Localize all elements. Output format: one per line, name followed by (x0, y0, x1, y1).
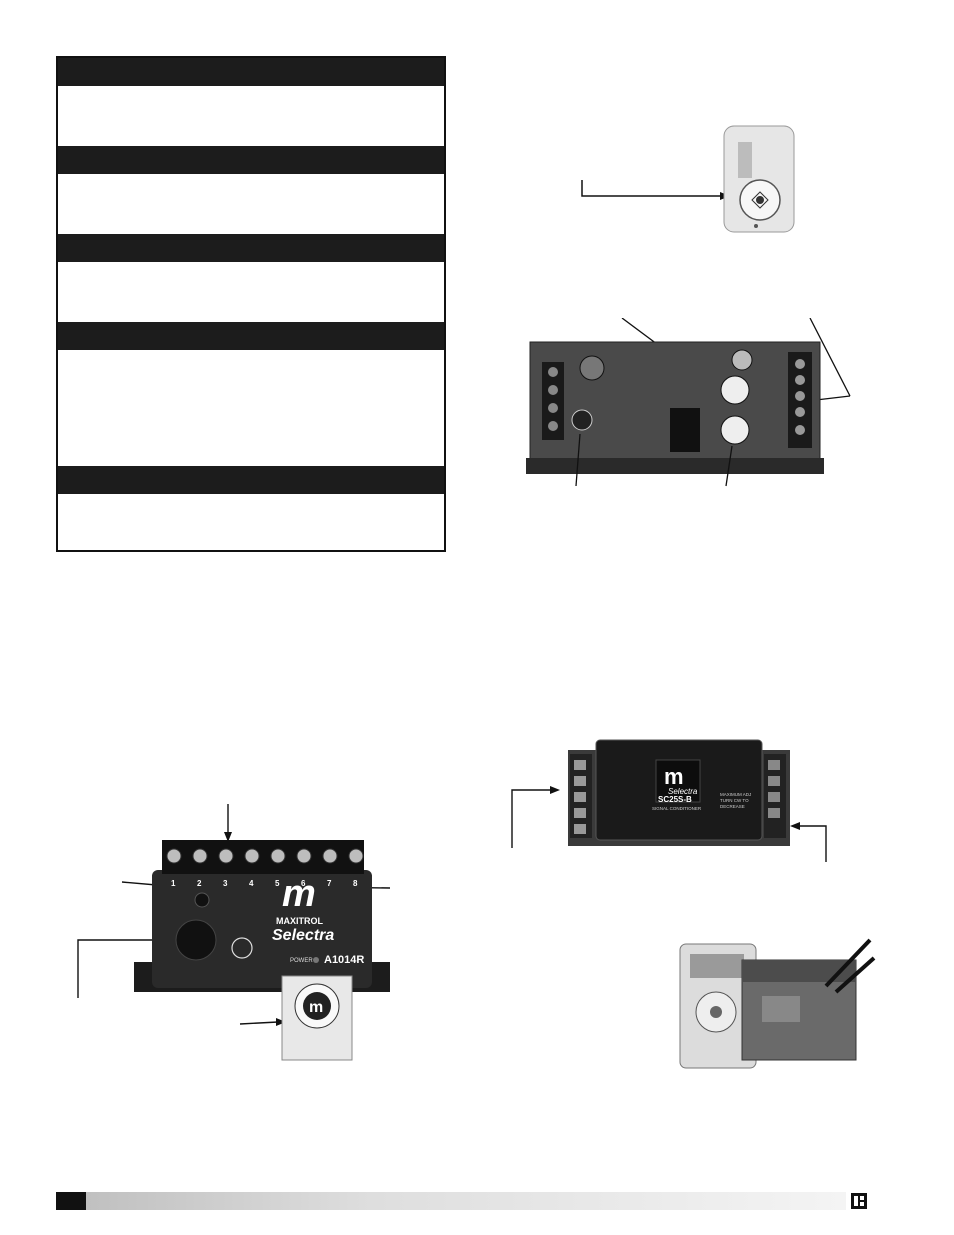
terminal-block-right (764, 754, 786, 838)
terminal-block-left (542, 362, 564, 440)
meter-test-figure (679, 938, 876, 1069)
brand-bottom: Selectra (272, 927, 334, 944)
table-section-body-2 (58, 174, 444, 234)
callout-arrow (239, 1021, 279, 1025)
terminal-screw-icon (270, 848, 286, 864)
adj-line3: DECREASE (720, 804, 745, 809)
maxitrol-logo-icon: m (282, 873, 316, 915)
terminal-screw-icon (244, 848, 260, 864)
table-section-header-1 (58, 58, 444, 86)
knob-logo-icon: m (309, 999, 323, 1016)
signal-conditioner-figure: m Selectra SC25S-B SIGNAL CONDITIONER MA… (511, 739, 827, 862)
arrow-head-icon (276, 1018, 286, 1026)
table-section-body-3 (58, 262, 444, 322)
terminal-number: 2 (197, 879, 202, 888)
footer-bar (56, 1192, 846, 1210)
conditioner-model: SC25S-B (658, 795, 692, 804)
footer-page-block (56, 1192, 86, 1210)
table-section-header-4 (58, 322, 444, 350)
screw-icon (754, 224, 758, 228)
board-chassis (526, 458, 824, 474)
table-section-body-4 (58, 350, 444, 466)
brand-logo-icon (851, 1193, 867, 1209)
conditioner-sub: SIGNAL CONDITIONER (652, 806, 702, 811)
terminal-number: 6 (301, 879, 306, 888)
setpoint-dial-icon (175, 919, 217, 961)
potentiometer-top-icon (720, 375, 750, 405)
power-led-icon (313, 957, 319, 963)
trim-pot-icon (731, 349, 753, 371)
terminal-number: 1 (171, 879, 176, 888)
table-section-header-2 (58, 146, 444, 174)
terminal-block-right (788, 352, 812, 448)
adjust-knob-icon (194, 892, 210, 908)
callout-line (815, 395, 851, 401)
terminal-number: 3 (223, 879, 228, 888)
potentiometer-bottom-icon (720, 415, 750, 445)
footer-page-number (56, 1192, 86, 1210)
power-label: POWER (290, 958, 313, 964)
callout-arrow (511, 789, 552, 848)
ic-chip (670, 408, 700, 452)
adj-line1: MAXIMUM ADJ (720, 792, 751, 797)
dial-center-icon (756, 196, 764, 204)
terminal-screw-icon (192, 848, 208, 864)
table-section-body-5 (58, 494, 444, 550)
arrow-head-icon (224, 832, 232, 842)
terminal-number: 4 (249, 879, 254, 888)
capacitor-icon (579, 355, 605, 381)
terminal-number: 5 (275, 879, 280, 888)
table-section-body-1 (58, 86, 444, 146)
certification-icon (231, 937, 253, 959)
terminal-screw-icon (218, 848, 234, 864)
terminal-number: 8 (353, 879, 358, 888)
table-section-header-5 (58, 466, 444, 494)
controller-top (742, 960, 856, 982)
terminal-screw-icon (322, 848, 338, 864)
callout-line (809, 318, 851, 397)
terminal-screw-icon (166, 848, 182, 864)
test-probe-icon (834, 956, 876, 994)
arrow-head-icon (550, 786, 560, 794)
conditioner-brand: Selectra (668, 787, 698, 796)
callout-arrow (798, 825, 827, 862)
callout-line (725, 445, 733, 487)
test-probe-icon (824, 938, 872, 988)
multimeter-display (690, 954, 744, 978)
terminal-block-left (570, 754, 592, 838)
remote-selector-figure (581, 125, 795, 233)
a1014r-board-figure: 1 2 3 4 5 6 7 8 m MAXITROL Selectra POWER A1014… (77, 804, 391, 1061)
remote-knob-icon (303, 992, 331, 1020)
selector-scale (738, 142, 752, 178)
callout-line (575, 433, 581, 487)
terminal-screws (166, 848, 364, 864)
conditioner-logo-icon: m (664, 764, 684, 789)
model-label: A1014R (324, 954, 364, 966)
adj-line2: TURN CW TO (720, 798, 749, 803)
terminal-numbers: 1 2 3 4 5 6 7 8 (171, 879, 358, 888)
amplifier-board-figure (526, 318, 851, 487)
brand-top: MAXITROL (276, 916, 323, 926)
spec-table (56, 56, 446, 552)
dial-center-icon (710, 1006, 722, 1018)
controller-label (762, 996, 800, 1022)
terminal-number: 7 (327, 879, 332, 888)
terminal-screw-icon (348, 848, 364, 864)
dial-pointer-icon (751, 191, 769, 209)
callout-arrow (581, 180, 720, 197)
potentiometer-left-icon (571, 409, 593, 431)
callout-arrow (77, 939, 152, 998)
arrow-head-icon (790, 822, 800, 830)
logo-badge (655, 759, 701, 803)
terminal-screw-icon (296, 848, 312, 864)
table-section-header-3 (58, 234, 444, 262)
